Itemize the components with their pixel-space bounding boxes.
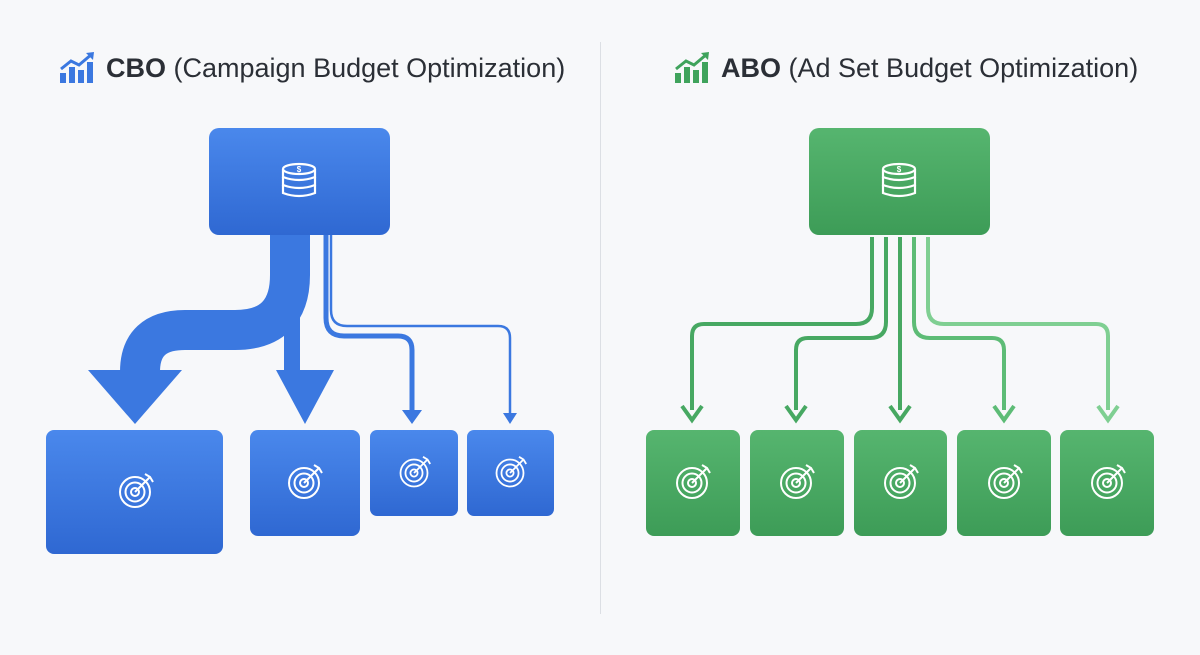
target-icon xyxy=(780,464,815,499)
abo-adset-box-1 xyxy=(646,430,740,536)
coin-stack-icon: $ xyxy=(881,162,917,198)
cbo-adset-box-1 xyxy=(46,430,223,554)
cbo-adset-box-2 xyxy=(250,430,360,536)
cbo-abbr: CBO xyxy=(106,52,166,83)
cbo-flow-arrow-small xyxy=(323,232,422,424)
cbo-adset-box-3 xyxy=(370,430,458,516)
cbo-flow-arrow-large xyxy=(88,232,310,424)
target-icon xyxy=(988,464,1023,499)
panel-divider xyxy=(600,42,601,614)
abo-abbr: ABO xyxy=(721,52,781,83)
target-icon xyxy=(1091,464,1126,499)
abo-flow-arrow-1 xyxy=(680,237,874,424)
target-icon xyxy=(495,456,527,488)
cbo-title: (Campaign Budget Optimization) xyxy=(173,52,566,83)
target-icon xyxy=(399,456,431,488)
target-icon xyxy=(119,473,154,508)
abo-flow-arrow-3 xyxy=(888,237,912,424)
abo-adset-box-3 xyxy=(854,430,947,536)
chart-trend-icon xyxy=(60,52,94,83)
abo-flow-arrow-2 xyxy=(784,237,888,424)
target-icon xyxy=(676,464,711,499)
abo-budget-box: $ xyxy=(809,128,990,235)
cbo-budget-box: $ xyxy=(209,128,390,235)
abo-title: (Ad Set Budget Optimization) xyxy=(788,52,1139,83)
abo-heading: ABO (Ad Set Budget Optimization) xyxy=(673,48,1138,88)
abo-adset-box-4 xyxy=(957,430,1051,536)
cbo-flow-arrow-medium xyxy=(276,232,334,424)
target-icon xyxy=(288,464,323,499)
svg-text:$: $ xyxy=(897,165,902,174)
abo-flow-diagram: $ xyxy=(646,128,1154,536)
cbo-flow-arrow-thin xyxy=(329,232,517,424)
abo-adset-box-5 xyxy=(1060,430,1154,536)
cbo-adset-box-4 xyxy=(467,430,554,516)
abo-panel: ABO (Ad Set Budget Optimization) xyxy=(600,0,1200,655)
chart-trend-icon xyxy=(675,52,709,83)
coin-stack-icon: $ xyxy=(281,162,317,198)
abo-adset-box-2 xyxy=(750,430,844,536)
svg-text:$: $ xyxy=(297,165,302,174)
target-icon xyxy=(884,464,919,499)
cbo-flow-diagram: $ xyxy=(46,128,554,554)
abo-flow-arrow-4 xyxy=(912,237,1016,424)
abo-flow-arrow-5 xyxy=(926,237,1120,424)
cbo-heading: CBO (Campaign Budget Optimization) xyxy=(58,48,565,88)
cbo-panel: CBO (Campaign Budget Optimization) xyxy=(46,48,565,554)
